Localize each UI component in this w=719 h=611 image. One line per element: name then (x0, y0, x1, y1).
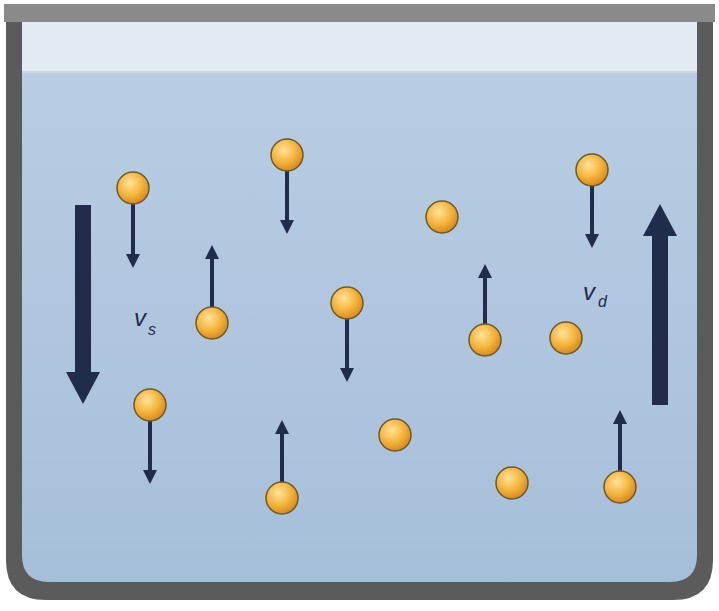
particle (426, 201, 458, 233)
arrow-head (613, 410, 627, 424)
particle (496, 467, 528, 499)
beaker-wall (6, 8, 713, 600)
arrow-head (478, 264, 492, 278)
particle (266, 482, 298, 514)
particle (271, 139, 303, 171)
particle (576, 154, 608, 186)
arrow-head (280, 220, 294, 234)
velocity-label: v (134, 306, 146, 330)
particle (331, 287, 363, 319)
velocity-label: d (598, 294, 607, 310)
arrow-head (585, 234, 599, 248)
particle (379, 419, 411, 451)
velocity-label: v (583, 280, 595, 304)
arrow-head (126, 254, 140, 268)
particle (604, 471, 636, 503)
air-band (22, 22, 697, 72)
particle (196, 307, 228, 339)
particle (117, 172, 149, 204)
arrow-head (275, 420, 289, 434)
beaker-rim (4, 4, 715, 22)
liquid-surface (22, 71, 697, 73)
particle (550, 322, 582, 354)
arrow-head (143, 470, 157, 484)
particle (469, 324, 501, 356)
liquid (22, 72, 697, 582)
flow-arrow (66, 205, 100, 404)
flow-arrow (643, 204, 677, 405)
arrow-head (205, 245, 219, 259)
arrow-head (340, 368, 354, 382)
velocity-label: s (148, 322, 156, 338)
particle (134, 389, 166, 421)
